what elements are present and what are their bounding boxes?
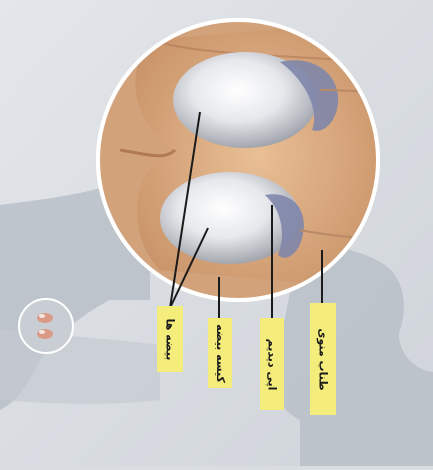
inset-testis-top (37, 313, 53, 323)
label-spermatic-cord: طناب منوی (310, 303, 336, 415)
inset-circle (19, 299, 73, 353)
label-scrotum: کیسه بیضه (208, 318, 232, 388)
label-epididymis: اپی دیدیم (260, 318, 284, 410)
testis-lower (160, 172, 300, 264)
label-testes: بيضه ها (157, 306, 183, 372)
inset-testis-bottom (37, 329, 53, 339)
